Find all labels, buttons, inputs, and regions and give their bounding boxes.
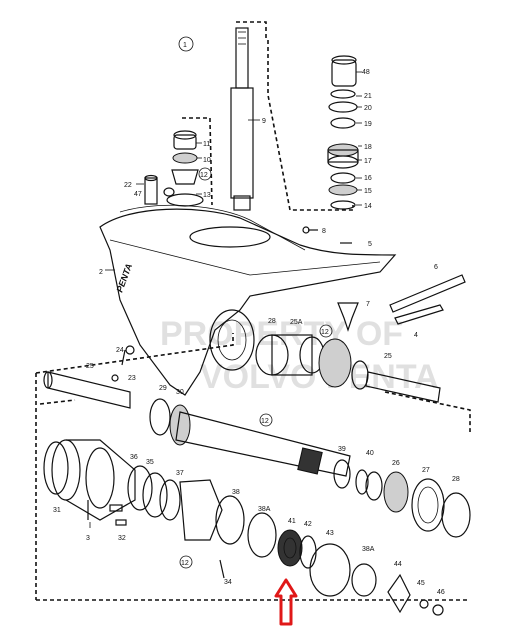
callout-45: 45: [417, 580, 425, 587]
housing-brand-text: PENTA: [114, 262, 134, 293]
callout-25-b: 25: [384, 353, 392, 360]
callout-6: 6: [434, 264, 438, 271]
callout-9: 9: [262, 118, 266, 125]
callout-38A-b: 38A: [362, 546, 375, 553]
callout-circle-12c: [259, 413, 273, 427]
callout-12-d: 12: [181, 560, 189, 567]
callout-10: 10: [203, 157, 211, 164]
callout-4: 4: [414, 332, 418, 339]
callout-23: 23: [128, 375, 136, 382]
callout-21: 21: [364, 93, 372, 100]
callout-42: 42: [304, 521, 312, 528]
bolts-and-brackets: [302, 226, 466, 332]
callout-16: 16: [364, 175, 372, 182]
callout-1: 1: [183, 42, 187, 49]
callout-36: 36: [130, 454, 138, 461]
middle-clutch-assembly: [127, 465, 277, 579]
callout-19: 19: [364, 121, 372, 128]
highlight-arrow-icon: [274, 578, 298, 626]
callout-47: 47: [134, 191, 142, 198]
callout-2: 2: [99, 269, 103, 276]
small-fasteners: [111, 345, 135, 526]
watermark-line-1: PROPERTY OF: [160, 315, 403, 353]
leader-lines: [89, 71, 362, 528]
callout-29: 29: [159, 385, 167, 392]
callout-32-a: 32: [118, 535, 126, 542]
drive-shaft: [230, 27, 254, 211]
lower-group-outline: [36, 399, 470, 601]
callout-27: 27: [422, 467, 430, 474]
lower-propeller-shaft: [149, 398, 351, 489]
callout-circle-12d: [179, 555, 193, 569]
callout-20: 20: [364, 105, 372, 112]
callout-17: 17: [364, 158, 372, 165]
callout-31: 31: [53, 507, 61, 514]
callout-41: 41: [288, 518, 296, 525]
upper-propshaft-gears: [43, 334, 441, 409]
propeller-hardware: [277, 529, 444, 616]
callout-46: 46: [437, 589, 445, 596]
callout-13: 13: [203, 192, 211, 199]
callout-34: 34: [224, 579, 232, 586]
callout-30: 30: [176, 389, 184, 396]
callout-35: 35: [146, 459, 154, 466]
callout-circle-12b: [319, 324, 333, 338]
callout-7: 7: [366, 301, 370, 308]
callout-38A-a: 38A: [258, 506, 271, 513]
callout-25-a: 25: [86, 363, 94, 370]
callout-37: 37: [176, 470, 184, 477]
callout-circle-1: [178, 36, 194, 52]
callout-39: 39: [338, 446, 346, 453]
callout-3: 3: [86, 535, 90, 542]
callout-8: 8: [322, 228, 326, 235]
propshaft-group-outline: [35, 333, 471, 600]
callout-26: 26: [392, 460, 400, 467]
callout-38: 38: [232, 489, 240, 496]
callout-18: 18: [364, 144, 372, 151]
callout-22: 22: [124, 182, 132, 189]
callout-40: 40: [366, 450, 374, 457]
callout-48: 48: [362, 69, 370, 76]
callout-circle-12a: [198, 167, 212, 181]
callout-11: 11: [203, 141, 210, 148]
bearing-housing: [43, 439, 136, 521]
upper-group-outline: [236, 21, 354, 211]
callout-12-b: 12: [321, 329, 329, 336]
left-bearing-group-outline: [182, 117, 213, 206]
callout-15: 15: [364, 188, 372, 195]
callout-12-a: 12: [200, 172, 208, 179]
left-pinion-assembly: [144, 130, 204, 207]
callout-5: 5: [368, 241, 372, 248]
callout-43: 43: [326, 530, 334, 537]
callout-12-c: 12: [261, 418, 269, 425]
callout-28-a: 28: [268, 318, 276, 325]
callout-25A: 25A: [290, 319, 303, 326]
callout-24: 24: [116, 347, 124, 354]
callout-28-b: 28: [452, 476, 460, 483]
lower-bearing-set: [355, 469, 471, 538]
callout-44: 44: [394, 561, 402, 568]
upper-bearing-stack: [327, 55, 359, 210]
callout-labels: 1 2 3 4 5 6 7 8 9 10 11 12 12 12 12 13 1…: [53, 36, 460, 596]
callout-14: 14: [364, 203, 372, 210]
